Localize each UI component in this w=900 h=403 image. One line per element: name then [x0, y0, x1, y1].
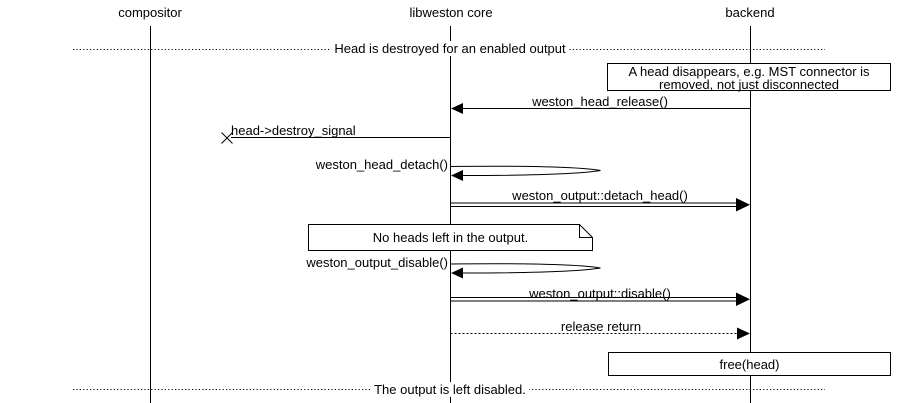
- message-release-return-arrowhead-icon: [737, 327, 750, 340]
- message-disable-label: weston_output::disable(): [529, 286, 671, 301]
- message-head-release-label: weston_head_release(): [532, 94, 668, 109]
- note-no-heads-fold-icon: [579, 224, 593, 238]
- actor-label-libweston-core: libweston core: [409, 5, 493, 20]
- actor-label-compositor: compositor: [118, 5, 182, 20]
- note-no-heads-box: [308, 224, 593, 251]
- note-mst-line-1: A head disappears, e.g. MST connector is: [628, 64, 870, 79]
- message-destroy-signal-label: head->destroy_signal: [231, 123, 356, 138]
- self-message-head-detach-label: weston_head_detach(): [315, 157, 448, 172]
- actor-label-backend: backend: [725, 5, 775, 20]
- message-detach-head-label: weston_output::detach_head(): [512, 188, 688, 203]
- note-no-heads-label: No heads left in the output.: [372, 230, 529, 245]
- self-message-output-disable-loop: [450, 263, 601, 274]
- note-mst-box: [607, 63, 891, 91]
- self-message-output-disable-label: weston_output_disable(): [306, 255, 448, 270]
- note-mst-line-2: removed, not just disconnected: [659, 77, 839, 92]
- message-disable-line: [450, 297, 738, 302]
- action-box-free-head: [608, 352, 891, 376]
- self-message-output-disable-arrowhead-icon: [451, 267, 463, 279]
- action-box-free-head-label: free(head): [719, 357, 780, 372]
- message-detach-head-line: [450, 202, 738, 207]
- message-head-release-arrowhead-icon: [451, 103, 463, 114]
- self-message-head-detach-loop: [450, 165, 601, 176]
- message-disable-arrowhead-icon: [736, 292, 750, 306]
- lost-message-cross-icon: [221, 132, 233, 144]
- divider-output-disabled-label: The output is left disabled.: [371, 382, 529, 397]
- message-detach-head-arrowhead-icon: [736, 198, 750, 212]
- self-message-head-detach-arrowhead-icon: [451, 170, 463, 181]
- message-release-return-label: release return: [560, 319, 642, 334]
- divider-head-destroyed-label: Head is destroyed for an enabled output: [331, 41, 569, 56]
